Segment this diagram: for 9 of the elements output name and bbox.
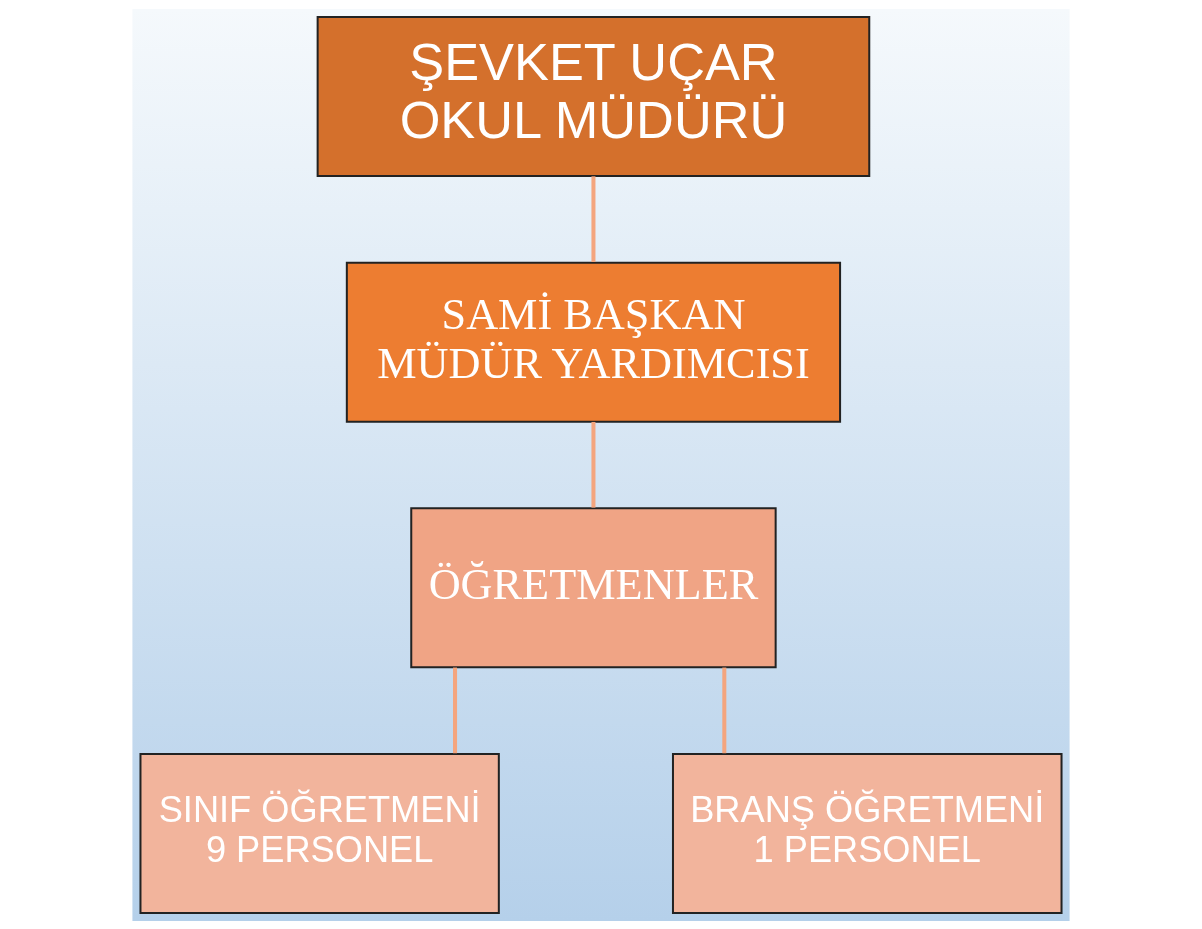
node-box: ÖĞRETMENLER (410, 506, 777, 668)
connector (591, 175, 596, 262)
node-box: BRANŞ ÖĞRETMENİ 1 PERSONEL (671, 752, 1063, 914)
connector (591, 421, 596, 508)
node-box: SAMİ BAŞKAN MÜDÜR YARDIMCISI (345, 261, 842, 423)
node-box: ŞEVKET UÇAR OKUL MÜDÜRÜ (316, 15, 871, 177)
node-box: SINIF ÖĞRETMENİ 9 PERSONEL (139, 752, 500, 914)
connector (722, 667, 727, 753)
connector (453, 667, 458, 753)
